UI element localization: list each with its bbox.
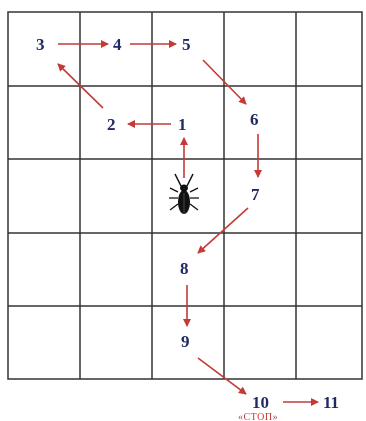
stop-label: «СТОП»	[238, 412, 278, 421]
step-label-8: 8	[180, 259, 189, 278]
step-label-5: 5	[182, 35, 191, 54]
step-label-1: 1	[178, 115, 187, 134]
step-label-7: 7	[251, 185, 260, 204]
bug-icon	[169, 174, 199, 214]
step-label-2: 2	[107, 115, 116, 134]
step-label-9: 9	[181, 332, 190, 351]
step-label-11: 11	[323, 393, 339, 412]
step-label-3: 3	[36, 35, 45, 54]
arrow-7-to-8	[198, 208, 248, 253]
arrow-9-to-10	[198, 358, 246, 394]
step-label-4: 4	[113, 35, 122, 54]
step-labels: 1 2 3 4 5 6 7 8 9 10 11 «СТОП»	[36, 35, 339, 421]
step-label-10: 10	[252, 393, 269, 412]
step-label-6: 6	[250, 110, 259, 129]
